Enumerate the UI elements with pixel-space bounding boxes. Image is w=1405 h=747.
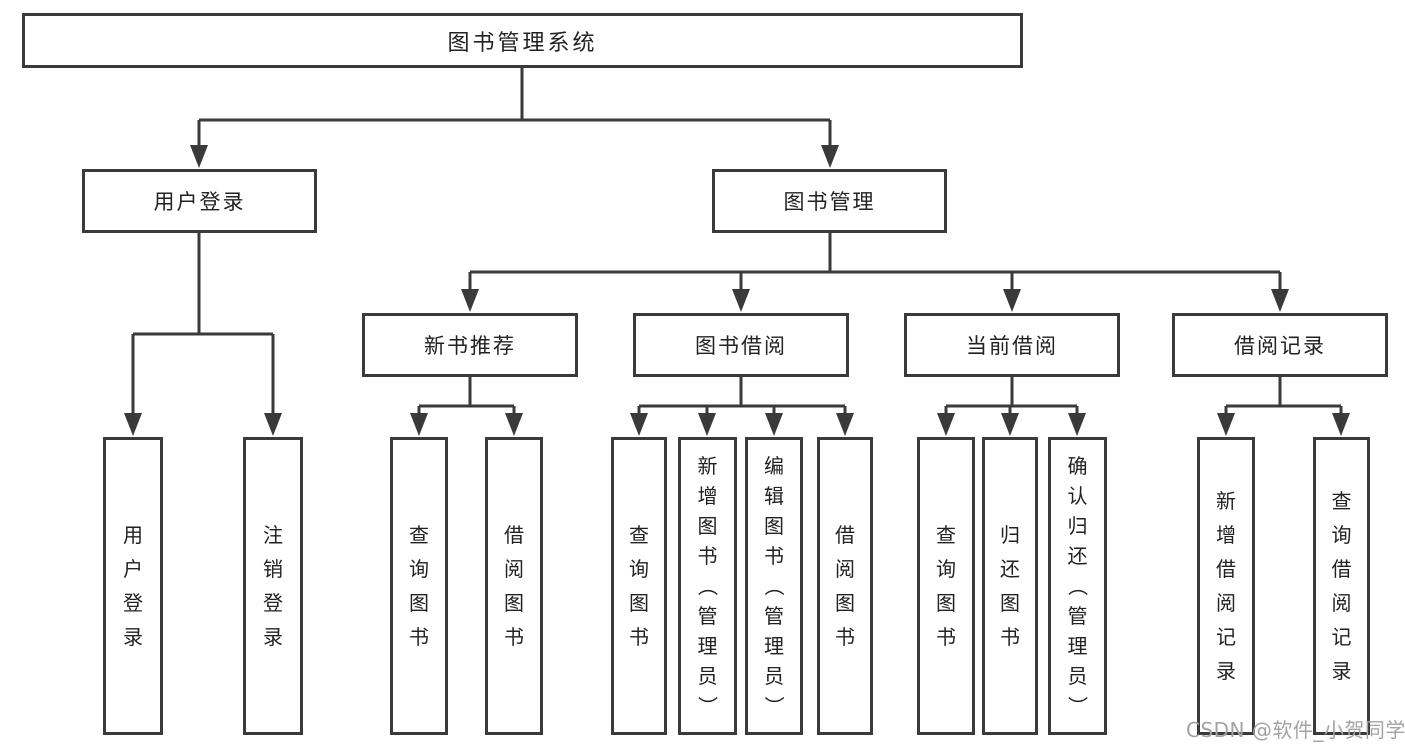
leaf-bookborrow-add-label: 新增图书（管理员） <box>695 454 720 716</box>
leaf-logout: 注销登录 <box>243 437 303 735</box>
node-book-borrow: 图书借阅 <box>633 313 849 377</box>
leaf-records-query-label: 查询借阅记录 <box>1331 489 1352 683</box>
leaf-bookborrow-query-label: 查询图书 <box>629 523 649 649</box>
leaf-user-login-label: 用户登录 <box>123 523 143 649</box>
watermark-text: CSDN @软件_小贺同学 <box>1186 718 1405 742</box>
leaf-bookborrow-edit-label: 编辑图书（管理员） <box>762 454 786 716</box>
leaf-current-return: 归还图书 <box>982 437 1038 735</box>
leaf-bookborrow-borrow: 借阅图书 <box>817 437 873 735</box>
leaf-records-add-label: 新增借阅记录 <box>1216 489 1236 683</box>
leaf-current-query: 查询图书 <box>917 437 975 735</box>
node-current-borrow-label: 当前借阅 <box>966 334 1058 358</box>
leaf-newbooks-query-label: 查询图书 <box>409 523 429 649</box>
node-root-label: 图书管理系统 <box>447 30 598 56</box>
node-book-mgmt-label: 图书管理 <box>783 190 876 214</box>
leaf-current-query-label: 查询图书 <box>936 523 956 649</box>
node-new-books-label: 新书推荐 <box>424 334 516 358</box>
node-borrow-records-label: 借阅记录 <box>1234 334 1326 358</box>
leaf-newbooks-query: 查询图书 <box>390 437 448 735</box>
leaf-newbooks-borrow-label: 借阅图书 <box>504 523 524 649</box>
leaf-current-confirm-label: 确认归还（管理员） <box>1065 454 1090 716</box>
node-borrow-records: 借阅记录 <box>1172 313 1388 377</box>
node-book-mgmt: 图书管理 <box>712 169 947 233</box>
node-book-borrow-label: 图书借阅 <box>695 334 787 358</box>
node-user-login: 用户登录 <box>82 169 317 233</box>
leaf-current-confirm: 确认归还（管理员） <box>1048 437 1107 735</box>
leaf-records-add: 新增借阅记录 <box>1197 437 1255 735</box>
leaf-bookborrow-edit: 编辑图书（管理员） <box>745 437 803 735</box>
node-current-borrow: 当前借阅 <box>904 313 1120 377</box>
leaf-newbooks-borrow: 借阅图书 <box>485 437 543 735</box>
node-new-books: 新书推荐 <box>362 313 578 377</box>
leaf-records-query: 查询借阅记录 <box>1313 437 1370 735</box>
node-user-login-label: 用户登录 <box>153 190 246 214</box>
leaf-bookborrow-add: 新增图书（管理员） <box>678 437 737 735</box>
leaf-bookborrow-borrow-label: 借阅图书 <box>835 523 855 649</box>
node-root: 图书管理系统 <box>22 13 1023 68</box>
leaf-current-return-label: 归还图书 <box>1000 523 1020 649</box>
leaf-bookborrow-query: 查询图书 <box>611 437 667 735</box>
leaf-logout-label: 注销登录 <box>263 523 283 649</box>
leaf-user-login: 用户登录 <box>103 437 163 735</box>
